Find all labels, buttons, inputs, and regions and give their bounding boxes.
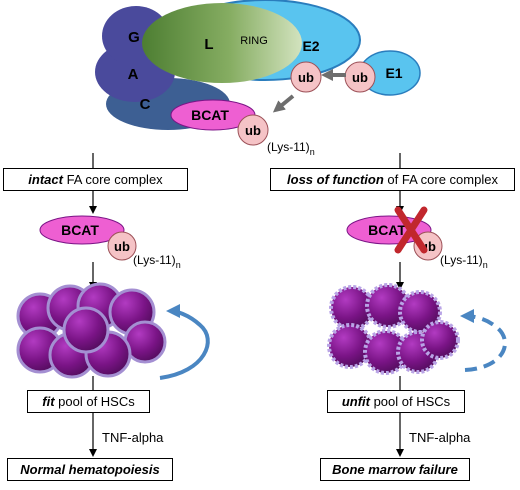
hsc-cell <box>420 320 460 360</box>
left-status-box: intact FA core complex <box>3 168 188 191</box>
ub-circle-left <box>107 231 137 261</box>
right-status-emphasis: loss of function <box>287 172 384 187</box>
subunit-c-label: C <box>140 96 151 113</box>
unfit-hsc-cluster <box>327 283 460 375</box>
bcat-shape-left <box>39 215 125 245</box>
hsc-cell <box>329 285 375 331</box>
ring-label: RING <box>240 35 268 47</box>
tnf-label-right: TNF-alpha <box>409 430 471 445</box>
right-status-text: of FA core complex <box>383 172 498 187</box>
bcat-label-left: BCAT <box>61 222 99 238</box>
left-status-emphasis: intact <box>28 172 63 187</box>
ub-transfer-arrow-bcat <box>272 94 295 113</box>
self-renewal-arrow-right <box>460 309 507 372</box>
ub-label-e2: ub <box>298 70 314 85</box>
ub-label-left: ub <box>114 239 130 254</box>
left-pool-text: pool of HSCs <box>54 394 135 409</box>
subunit-l-label: L <box>204 36 213 53</box>
right-pool-box: unfit pool of HSCs <box>327 390 465 413</box>
cross-mark-icon <box>394 206 428 254</box>
subunit-l-shape <box>142 3 302 83</box>
fit-hsc-cluster <box>16 282 167 379</box>
subunit-a-label: A <box>128 66 139 83</box>
lys-label-left: (Lys-11)n <box>133 253 181 270</box>
right-outcome-box: Bone marrow failure <box>320 458 470 481</box>
e1-label: E1 <box>385 65 402 81</box>
right-outcome-label: Bone marrow failure <box>332 462 458 477</box>
e2-label: E2 <box>302 38 319 54</box>
ub-label-bcat: ub <box>245 123 261 138</box>
lys-label-right: (Lys-11)n <box>440 253 488 270</box>
right-status-box: loss of function of FA core complex <box>270 168 515 191</box>
left-outcome-box: Normal hematopoiesis <box>7 458 173 481</box>
left-status-text: FA core complex <box>62 172 163 187</box>
bcat-label-top: BCAT <box>191 107 229 123</box>
bcat-label-right: BCAT <box>368 222 406 238</box>
right-pool-text: pool of HSCs <box>369 394 451 409</box>
subunit-g-label: G <box>128 29 140 46</box>
left-pool-emphasis: fit <box>42 394 55 409</box>
hsc-cell <box>62 306 110 354</box>
right-branch: BCAT ub (Lys-11)n TNF-alpha <box>327 153 507 457</box>
right-pool-emphasis: unfit <box>341 394 370 409</box>
self-renewal-arrow-left <box>159 304 210 380</box>
left-outcome-label: Normal hematopoiesis <box>20 462 160 477</box>
left-pool-box: fit pool of HSCs <box>27 390 150 413</box>
fa-core-complex: G A C L RING E2 E1 ub ub BCAT ub (Lys-11… <box>95 0 421 157</box>
ub-circle-bcat <box>237 114 269 146</box>
tnf-label-left: TNF-alpha <box>102 430 164 445</box>
left-branch: BCAT ub (Lys-11)n TNF-alpha <box>16 153 210 457</box>
lys-label-top: (Lys-11)n <box>267 140 315 157</box>
ub-label-e1: ub <box>352 70 368 85</box>
